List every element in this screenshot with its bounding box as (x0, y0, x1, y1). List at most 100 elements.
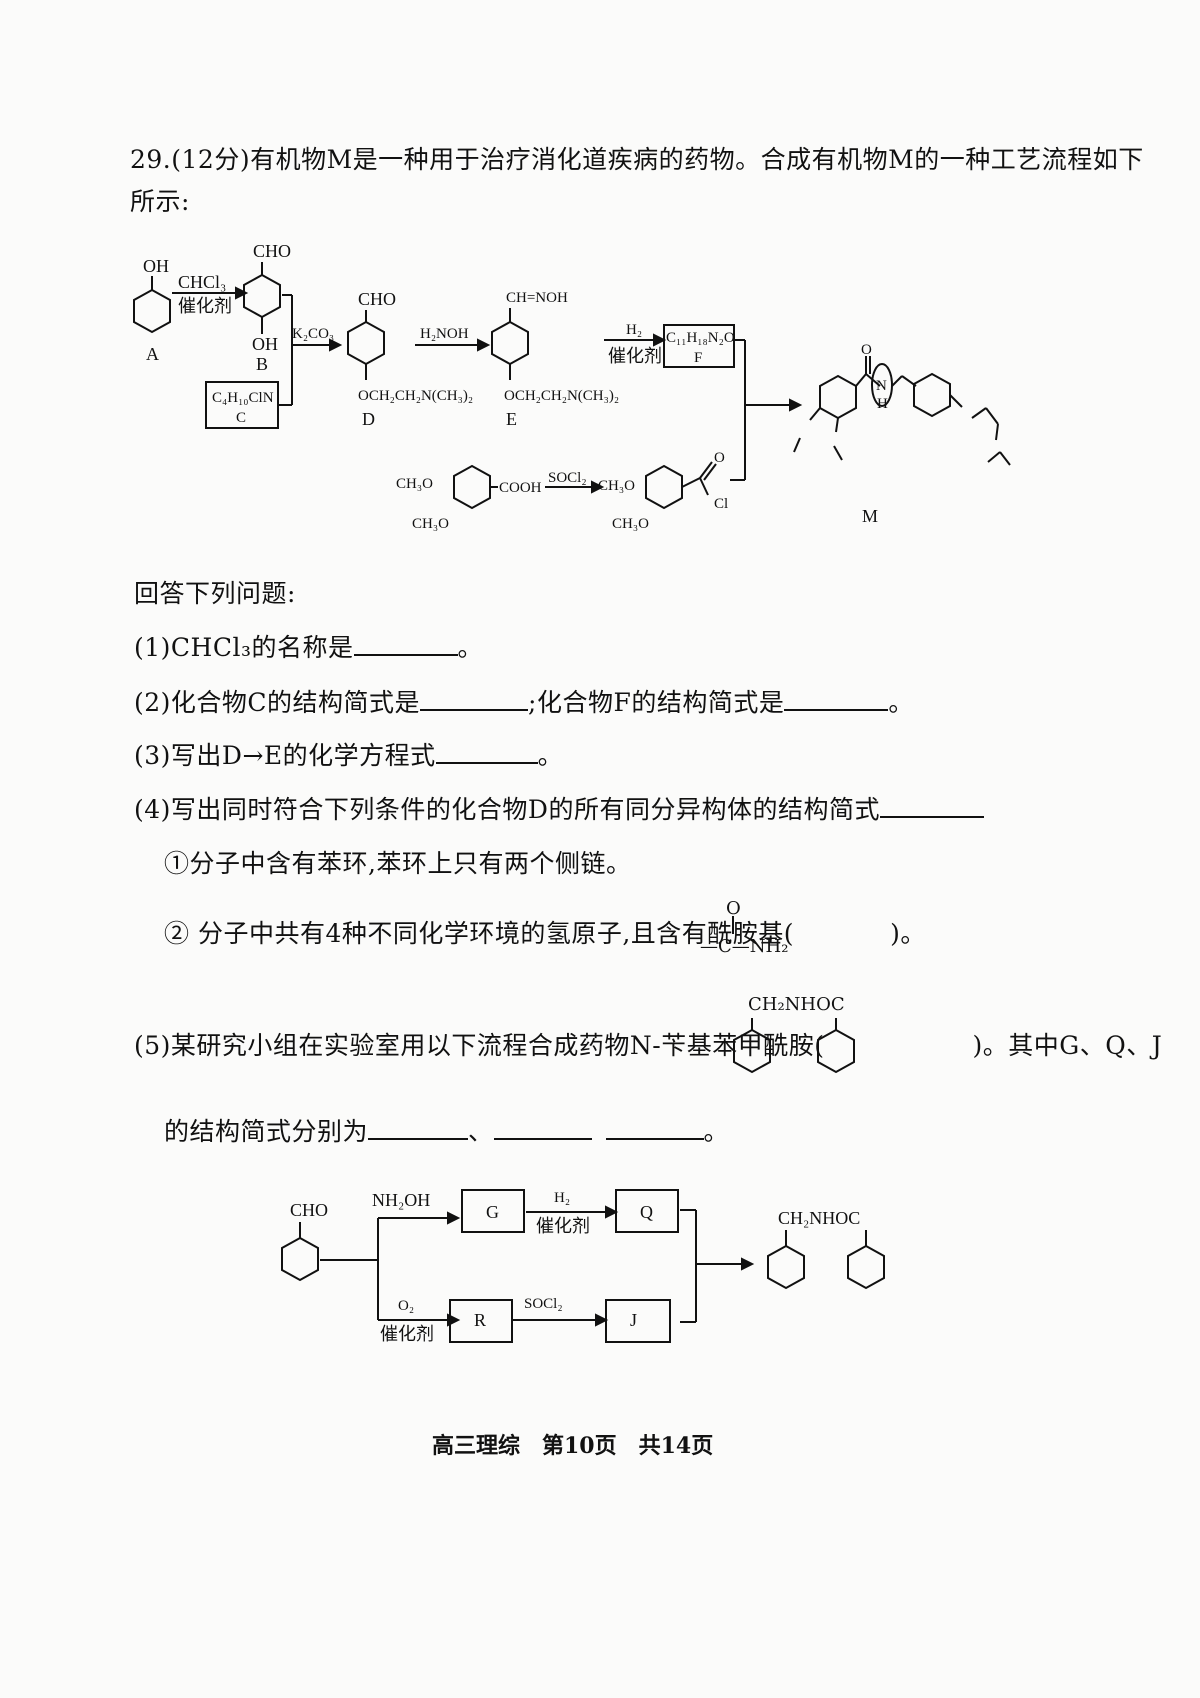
answer-blank-5J[interactable] (605, 1118, 704, 1140)
acid-methoxy-2: CH₃O (412, 516, 449, 532)
E-label: E (506, 409, 517, 429)
reagent-k2co3: K₂CO₃ (292, 326, 334, 342)
benzene-ring-acid (453, 464, 491, 510)
Q-label: Q (640, 1202, 653, 1222)
q4-cond2-text: ② 分子中共有4种不同化学环境的氢原子,且含有酰胺基( (164, 919, 795, 948)
q5-end: 。 (703, 1117, 730, 1146)
B-hydroxyl: OH (252, 334, 278, 354)
reagent-catalyst-4: 催化剂 (380, 1324, 434, 1344)
benzene-ring-acyl-chloride (645, 464, 683, 510)
E-substituent: OCH₂CH₂N(CH₃)₂ (504, 388, 619, 404)
D-substituent: OCH₂CH₂N(CH₃)₂ (358, 388, 473, 404)
A-label: A (146, 344, 159, 364)
q1-text: (1)CHCl₃的名称是 (134, 633, 354, 662)
q5-mid: )。其中G、Q、J (972, 1031, 1163, 1060)
reagent-socl2-2: SOCl₂ (524, 1296, 563, 1312)
product-benzene-left (767, 1244, 805, 1290)
question-header-line2: 所示: (130, 187, 190, 216)
q4-cond2-end: )。 (890, 919, 926, 948)
A-hydroxyl: OH (143, 256, 169, 276)
C-formula: C₄H₁₀ClN (212, 390, 274, 406)
question-3: (3)写出D→E的化学方程式 。 (134, 736, 563, 772)
q2-text: (2)化合物C的结构简式是 (134, 688, 421, 717)
acyl-methoxy-1: CH₃O (598, 478, 635, 494)
q4-condition-2: ② 分子中共有4种不同化学环境的氢原子,且含有酰胺基( )。 (164, 914, 926, 950)
q4-text: (4)写出同时符合下列条件的化合物D的所有同分异构体的结构简式 (134, 795, 880, 824)
benzaldehyde-ring (281, 1236, 319, 1282)
acyl-chlorine: Cl (714, 496, 728, 512)
q5-line2: 的结构简式分别为 、 。 (164, 1112, 729, 1148)
D-aldehyde: CHO (358, 289, 396, 309)
answer-blank-5G[interactable] (368, 1118, 469, 1140)
F-label: F (694, 350, 702, 366)
amide-double-bond (732, 916, 734, 934)
acyl-methoxy-2: CH₃O (612, 516, 649, 532)
q1-end: 。 (457, 633, 484, 662)
compound-F-box (663, 324, 735, 368)
product-benzene-right (847, 1244, 885, 1290)
question-1: (1)CHCl₃的名称是 。 (134, 628, 483, 664)
reagent-h2: H₂ (626, 322, 642, 338)
acid-methoxy-1: CH₃O (396, 476, 433, 492)
J-label: J (630, 1310, 637, 1330)
answer-blank-2a[interactable] (420, 689, 529, 711)
q3-text: (3)写出D→E的化学方程式 (134, 741, 436, 770)
reagent-chcl3: CHCl₃ (178, 272, 226, 292)
acid-carboxyl: COOH (499, 480, 542, 496)
C-label: C (236, 410, 246, 426)
q4-condition-1: ①分子中含有苯环,苯环上只有两个侧链。 (164, 849, 632, 878)
answer-blank-2b[interactable] (784, 689, 889, 711)
Q-box (615, 1189, 679, 1233)
E-oxime: CH=NOH (506, 290, 568, 306)
benzene-ring-M-right (913, 372, 951, 418)
reagent-o2: O₂ (398, 1298, 414, 1314)
q5-line2-text: 的结构简式分别为 (164, 1117, 369, 1146)
M-label: M (862, 506, 878, 526)
M-hydrogen: H (877, 396, 888, 412)
F-formula: C₁₁H₁₈N₂O (666, 330, 735, 346)
reagent-catalyst-3: 催化剂 (536, 1216, 590, 1236)
reagent-hydroxylamine: H₂NOH (420, 326, 469, 342)
G-box (461, 1189, 525, 1233)
R-label: R (474, 1310, 486, 1330)
answer-intro: 回答下列问题: (134, 579, 296, 608)
reagent-nh2oh: NH₂OH (372, 1190, 430, 1210)
question-4: (4)写出同时符合下列条件的化合物D的所有同分异构体的结构简式 (134, 790, 984, 826)
q2-mid: ;化合物F的结构简式是 (528, 688, 785, 717)
compound-C-box (205, 381, 279, 429)
reagent-socl2: SOCl₂ (548, 470, 587, 486)
reagent-catalyst-1: 催化剂 (178, 296, 232, 316)
q2-end: 。 (888, 688, 914, 717)
benzene-ring-A (133, 288, 171, 334)
J-box (605, 1299, 671, 1343)
inline-benzene-right (817, 1028, 855, 1074)
inline-benzene-left (733, 1028, 771, 1074)
amide-oxygen: O (726, 898, 741, 919)
answer-blank-5Q[interactable] (493, 1118, 592, 1140)
M-oxygen: O (861, 342, 872, 358)
q5-text: (5)某研究小组在实验室用以下流程合成药物N-苄基苯甲酰胺( (134, 1031, 825, 1060)
amide-group: —C—NH₂ (700, 936, 789, 957)
q5-separator: 、 (468, 1117, 494, 1146)
B-label: B (256, 354, 268, 374)
reagent-catalyst-2: 催化剂 (608, 346, 662, 366)
acyl-oxygen: O (714, 450, 725, 466)
q3-end: 。 (537, 741, 564, 770)
M-nitrogen: N (876, 378, 887, 394)
page-footer: 高三理综 第10页 共14页 (432, 1433, 714, 1459)
question-header-line1: 29.(12分)有机物M是一种用于治疗消化道疾病的药物。合成有机物M的一种工艺流… (130, 145, 1144, 174)
q5-structure-label: CH₂NHOC (748, 994, 845, 1015)
benzaldehyde-cho: CHO (290, 1200, 328, 1220)
question-5: (5)某研究小组在实验室用以下流程合成药物N-苄基苯甲酰胺( )。其中G、Q、J (134, 1026, 1162, 1062)
G-label: G (486, 1202, 499, 1222)
answer-blank-3[interactable] (435, 742, 538, 764)
B-aldehyde: CHO (253, 241, 291, 261)
answer-blank-4[interactable] (879, 796, 984, 818)
D-label: D (362, 409, 375, 429)
reagent-h2-2: H₂ (554, 1190, 570, 1206)
answer-blank-1[interactable] (353, 634, 458, 656)
product-label: CH₂NHOC (778, 1208, 860, 1228)
question-2: (2)化合物C的结构简式是 ;化合物F的结构简式是 。 (134, 683, 914, 719)
